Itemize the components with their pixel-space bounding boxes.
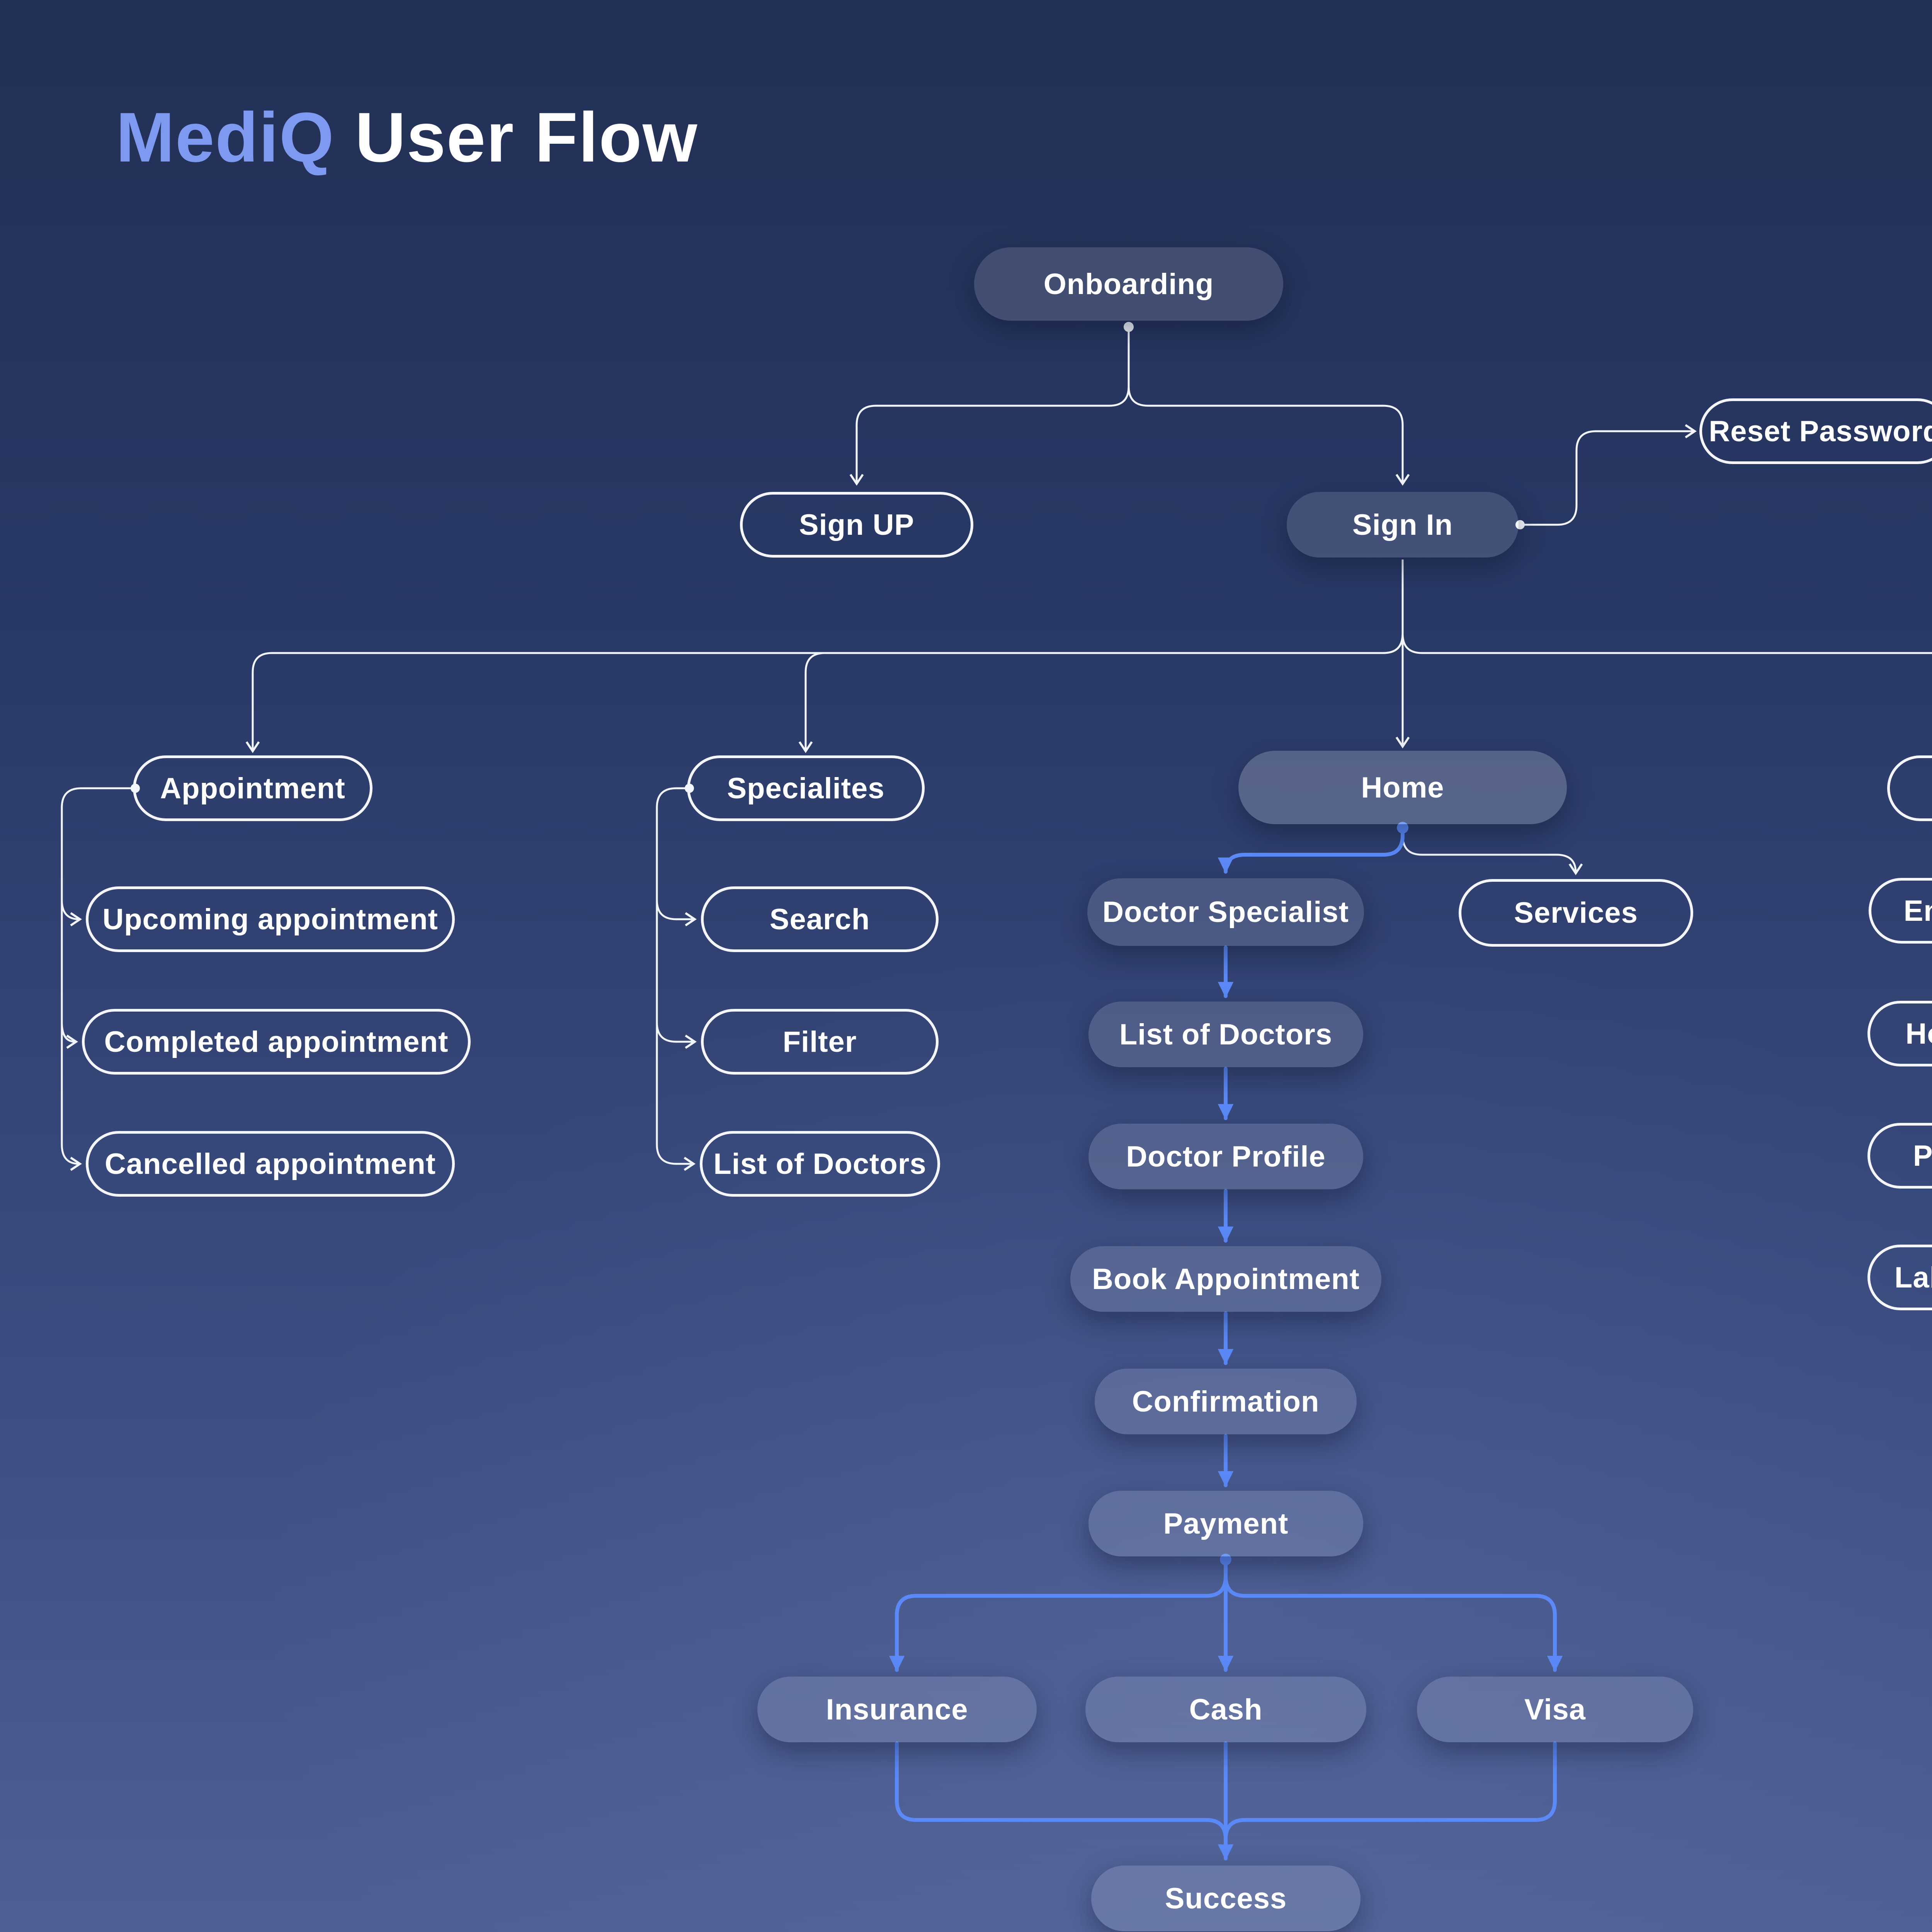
connector-payment-visa [1224,1556,1563,1672]
dot-signin-right [1515,520,1525,529]
node-home: Home [1238,751,1567,824]
node-sign-in: Sign In [1287,492,1519,558]
connector-appointment-upcoming [61,900,82,927]
page-title: MediQ User Flow [116,97,698,178]
node-upcoming-appointment: Upcoming appointment [86,886,455,952]
connector-signin-services [1401,560,1932,654]
connector-home-services [1401,826,1583,876]
node-cancelled-appointment: Cancelled appointment [86,1131,455,1197]
dot-payment-bottom [1220,1554,1231,1565]
connector-specialites-listofdoctors [656,1144,696,1171]
node-reset-password: Reset Password [1699,398,1932,464]
node-search: Search [701,886,939,952]
connector-home-doctorspecialist [1218,824,1405,874]
page-title-rest: User Flow [355,98,698,177]
node-completed-appointment: Completed appointment [82,1009,471,1075]
node-cash: Cash [1085,1677,1366,1742]
node-success: Success [1091,1866,1361,1931]
connector-appointment-trunk [61,787,134,1145]
node-specialites: Specialites [687,755,925,821]
node-confirmation: Confirmation [1095,1369,1357,1434]
connector-onboarding-signin [1128,325,1410,486]
connector-onboarding-signup [849,325,1130,486]
connector-signin-specialites [798,560,1404,753]
connector-specialites-filter [656,1022,697,1049]
connector-payment-insurance [889,1556,1228,1672]
node-labs-scan: Labs & Scan [1867,1245,1932,1310]
connector-signin-resetpassword [1519,424,1697,526]
brand-name: MediQ [116,98,335,177]
node-home-care: Home Care [1867,1001,1932,1066]
connector-insurance-success [895,1742,1228,1841]
connector-specialites-search [656,900,697,927]
connector-appointment-cancelled [61,1144,82,1171]
node-list-of-doctors-left: List of Doctors [700,1131,940,1197]
connector-visa-success [1224,1742,1557,1841]
dot-onboarding [1124,322,1134,332]
node-sign-up: Sign UP [740,492,973,558]
connector-appointment-completed [61,1022,78,1049]
node-list-of-doctors: List of Doctors [1088,1002,1363,1067]
node-emergency: Emergency [1869,878,1932,944]
node-payment: Payment [1088,1491,1363,1556]
node-doctor-profile: Doctor Profile [1088,1124,1363,1189]
dot-home-bottom [1397,822,1408,833]
connector-specialites-trunk [656,787,688,1145]
connector-signin-appointment [245,560,1404,753]
node-doctor-specialist: Doctor Specialist [1087,878,1364,946]
node-filter: Filter [701,1009,939,1075]
node-pharmacy: Pharmacy [1867,1123,1932,1189]
node-insurance: Insurance [757,1677,1037,1742]
node-book-appointment: Book Appointment [1070,1246,1381,1312]
node-visa: Visa [1417,1677,1693,1742]
node-home-services: Services [1459,879,1693,947]
node-onboarding: Onboarding [974,247,1283,321]
node-appointment: Appointment [133,755,372,821]
